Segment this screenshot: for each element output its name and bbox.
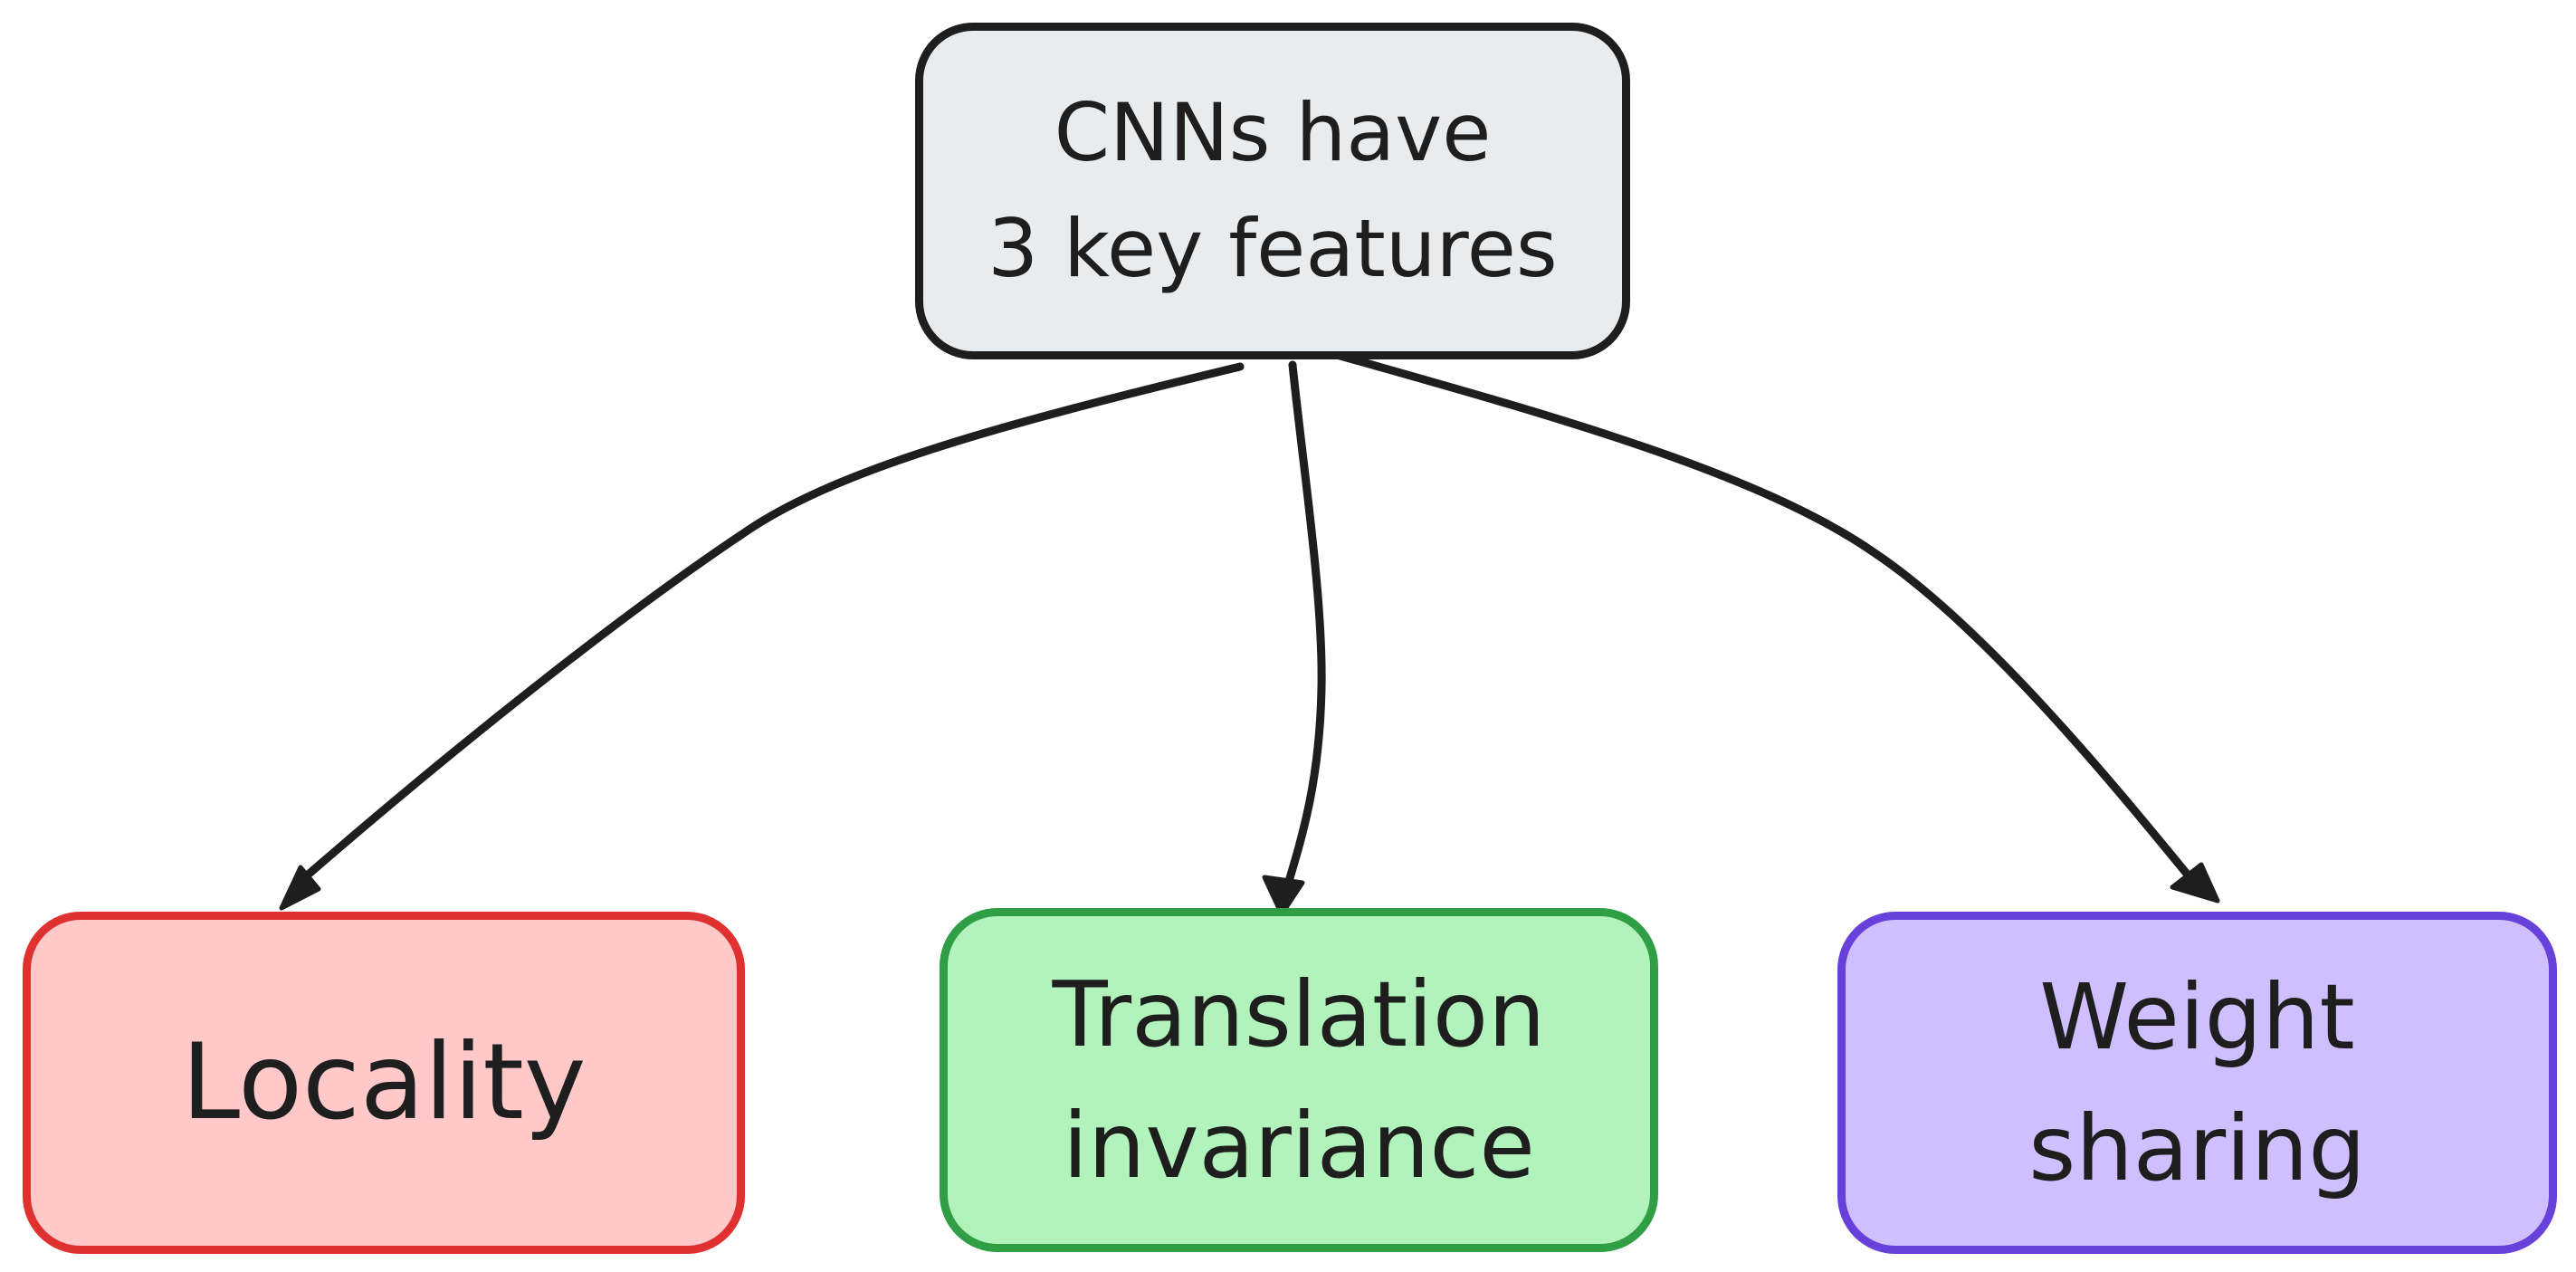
arrow-root-to-locality bbox=[294, 362, 1245, 887]
leaf-node-locality-label: Locality bbox=[181, 1020, 587, 1143]
leaf-node-translation-invariance: Translation invariance bbox=[940, 908, 1658, 1252]
leaf-node-weight-sharing: Weight sharing bbox=[1837, 912, 2557, 1254]
arrow-root-to-translation bbox=[1283, 360, 1326, 892]
arrowhead-locality bbox=[279, 865, 321, 911]
root-node-label: CNNs have 3 key features bbox=[987, 86, 1558, 295]
arrowhead-weight bbox=[2170, 862, 2220, 904]
arrow-root-to-weight bbox=[1326, 349, 2195, 883]
root-node-cnn-features: CNNs have 3 key features bbox=[915, 23, 1630, 359]
leaf-node-locality: Locality bbox=[23, 912, 745, 1254]
leaf-node-translation-label: Translation invariance bbox=[1052, 961, 1546, 1199]
leaf-node-weight-label: Weight sharing bbox=[2028, 964, 2366, 1201]
